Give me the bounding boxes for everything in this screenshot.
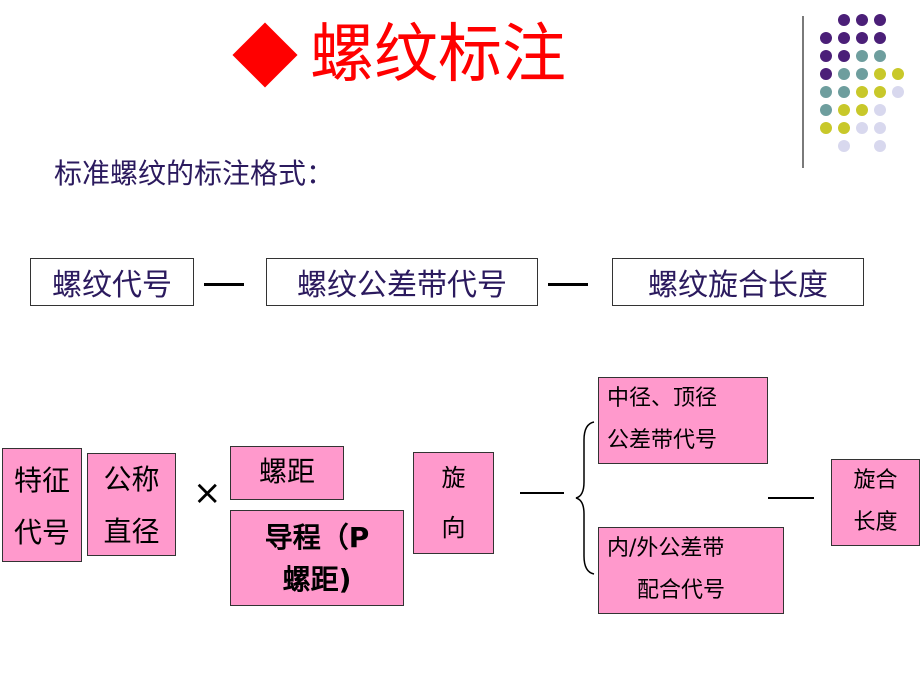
decorative-dot: [838, 86, 850, 98]
feature-code-line1: 特征: [13, 464, 70, 497]
fit-code-line2: 配合代号: [637, 578, 726, 603]
decorative-dot: [856, 14, 868, 26]
lead-box: 导程（P 螺距): [230, 510, 404, 606]
pitch-tolerance-line2: 公差带代号: [607, 428, 718, 453]
thread-code-label: 螺纹代号: [52, 268, 172, 303]
decorative-dot: [874, 14, 886, 26]
slide-title: 螺纹标注: [232, 14, 566, 96]
fit-code-line1: 内/外公差带: [607, 536, 725, 561]
thread-tolerance-label: 螺纹公差带代号: [297, 268, 507, 303]
lead-line1: 导程（P: [264, 521, 370, 554]
decorative-dot: [856, 122, 868, 134]
feature-code-box: 特征 代号: [2, 448, 82, 562]
decorative-dot: [838, 32, 850, 44]
decorative-dot: [856, 50, 868, 62]
decorative-dot: [838, 104, 850, 116]
thread-code-box: 螺纹代号: [30, 258, 194, 306]
separator-dash: [204, 283, 244, 286]
nominal-diameter-line2: 直径: [103, 515, 160, 548]
lead-line2: 螺距): [282, 563, 352, 596]
times-sign: ×: [193, 473, 222, 513]
pitch-tolerance-box: 中径、顶径 公差带代号: [598, 377, 768, 464]
direction-line2: 向: [441, 514, 466, 542]
pitch-box: 螺距: [230, 446, 344, 500]
pitch-label: 螺距: [258, 455, 315, 488]
decorative-dot: [838, 14, 850, 26]
pitch-tolerance-line1: 中径、顶径: [607, 386, 718, 411]
decorative-dot: [820, 32, 832, 44]
decorative-dot: [838, 140, 850, 152]
direction-box: 旋 向: [413, 452, 494, 554]
thread-engagement-box: 螺纹旋合长度: [612, 258, 864, 306]
nominal-diameter-line1: 公称: [103, 463, 160, 496]
decorative-dot: [820, 86, 832, 98]
diamond-bullet-icon: [232, 22, 298, 88]
decorative-dot: [856, 32, 868, 44]
decorative-dot: [856, 86, 868, 98]
thread-engagement-label: 螺纹旋合长度: [648, 268, 828, 303]
decorative-divider: [802, 16, 804, 168]
format-subtitle: 标准螺纹的标注格式：: [54, 157, 335, 190]
engagement-length-line1: 旋合: [853, 468, 898, 493]
decorative-dot: [838, 68, 850, 80]
decorative-dot: [856, 68, 868, 80]
decorative-dot: [874, 86, 886, 98]
decorative-dot: [892, 68, 904, 80]
separator-dash: [520, 492, 564, 494]
feature-code-line2: 代号: [13, 516, 70, 549]
fit-code-box: 内/外公差带 配合代号: [598, 527, 784, 614]
curly-brace-icon: [575, 421, 595, 575]
decorative-dot: [892, 86, 904, 98]
decorative-dot: [874, 140, 886, 152]
decorative-dot: [874, 122, 886, 134]
decorative-dot: [820, 50, 832, 62]
engagement-length-box: 旋合 长度: [831, 459, 920, 546]
decorative-dot: [874, 104, 886, 116]
decorative-dot: [820, 104, 832, 116]
decorative-dot: [820, 68, 832, 80]
decorative-dot: [856, 104, 868, 116]
thread-tolerance-box: 螺纹公差带代号: [266, 258, 538, 306]
decorative-dot: [820, 122, 832, 134]
decorative-dot: [838, 122, 850, 134]
title-text: 螺纹标注: [310, 18, 566, 92]
separator-dash: [548, 283, 588, 286]
engagement-length-line2: 长度: [853, 510, 898, 535]
nominal-diameter-box: 公称 直径: [87, 453, 176, 556]
separator-dash: [768, 497, 814, 499]
decorative-dot: [874, 32, 886, 44]
decorative-dot: [874, 50, 886, 62]
decorative-dot: [838, 50, 850, 62]
decorative-dot: [874, 68, 886, 80]
direction-line1: 旋: [441, 464, 466, 492]
